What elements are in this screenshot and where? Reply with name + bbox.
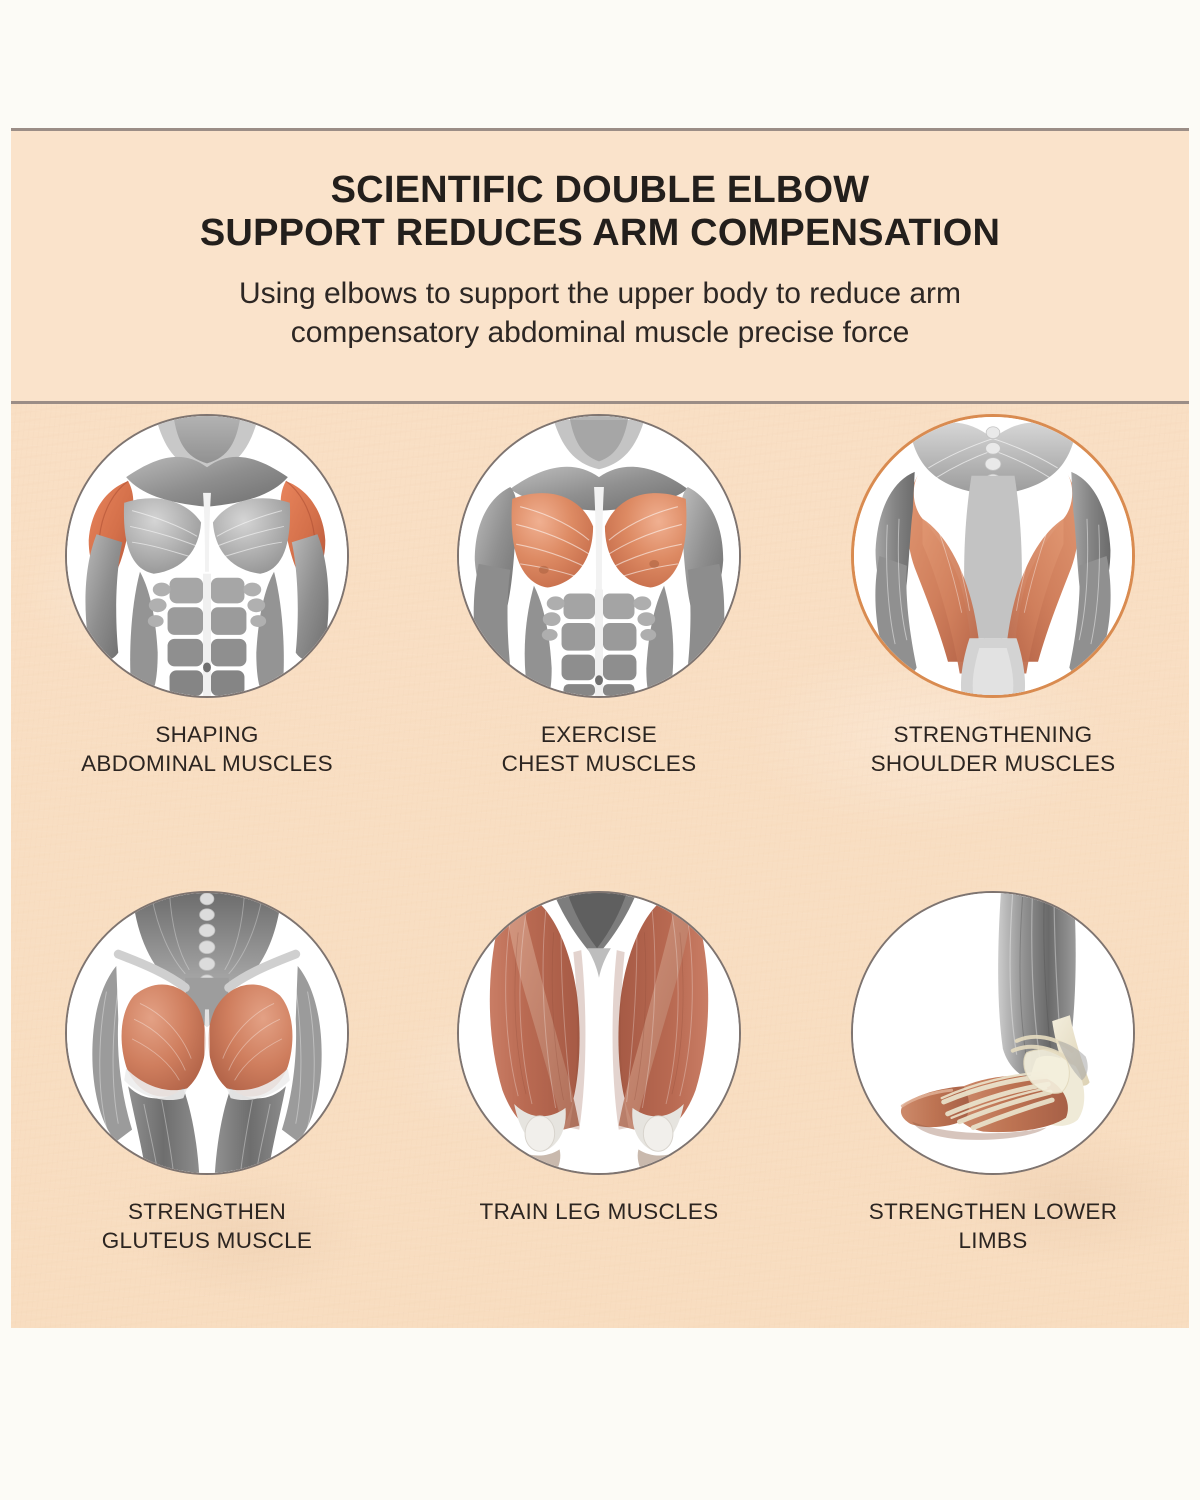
page-subtitle-line-1: Using elbows to support the upper body t…: [238, 277, 962, 311]
illustration-wrap: [65, 414, 349, 698]
caption-line-1: SHAPING: [155, 722, 259, 747]
header-text-block: SCIENTIFIC DOUBLE ELBOW SUPPORT REDUCES …: [11, 169, 1189, 352]
benefit-caption: TRAIN LEG MUSCLES: [403, 1197, 795, 1226]
muscle-illustration-front-torso-deltoids: [65, 414, 349, 698]
muscle-illustration-gluteus-maximus: [65, 891, 349, 1175]
header-panel: SCIENTIFIC DOUBLE ELBOW SUPPORT REDUCES …: [11, 128, 1189, 404]
caption-line-2: CHEST MUSCLES: [501, 751, 697, 777]
benefit-caption: SHAPING ABDOMINAL MUSCLES: [11, 720, 403, 779]
illustration-wrap: [851, 891, 1135, 1175]
benefit-cell-strengthening-shoulder-muscles: STRENGTHENING SHOULDER MUSCLES: [797, 414, 1189, 779]
benefits-row-1: SHAPING ABDOMINAL MUSCLES: [11, 414, 1189, 834]
page-subtitle: Using elbows to support the upper body t…: [11, 274, 1189, 352]
caption-line-2: GLUTEUS MUSCLE: [101, 1228, 313, 1254]
benefit-caption: STRENGTHENING SHOULDER MUSCLES: [797, 720, 1189, 779]
muscle-illustration-foot-ankle-tendons: [851, 891, 1135, 1175]
benefit-caption: STRENGTHEN LOWER LIMBS: [797, 1197, 1189, 1256]
illustration-wrap: [457, 414, 741, 698]
caption-line-1: TRAIN LEG MUSCLES: [479, 1199, 719, 1224]
bottom-white-band: [0, 1328, 1200, 1500]
benefit-caption: STRENGTHEN GLUTEUS MUSCLE: [11, 1197, 403, 1256]
benefit-cell-strengthen-lower-limbs: STRENGTHEN LOWER LIMBS: [797, 891, 1189, 1256]
caption-line-1: STRENGTHENING: [893, 722, 1093, 747]
muscle-illustration-thigh-quadriceps: [457, 891, 741, 1175]
illustration-wrap: [457, 891, 741, 1175]
illustration-wrap: [851, 414, 1135, 698]
benefit-cell-exercise-chest-muscles: EXERCISE CHEST MUSCLES: [403, 414, 795, 779]
caption-line-1: STRENGTHEN LOWER: [868, 1199, 1118, 1224]
top-white-band: [0, 0, 1200, 128]
illustration-wrap: [65, 891, 349, 1175]
benefit-cell-train-leg-muscles: TRAIN LEG MUSCLES: [403, 891, 795, 1226]
benefit-cell-shaping-abdominal-muscles: SHAPING ABDOMINAL MUSCLES: [11, 414, 403, 779]
muscle-illustration-front-torso-pectorals: [457, 414, 741, 698]
muscle-illustration-back-torso-latissimus: [851, 414, 1135, 698]
benefits-row-2: STRENGTHEN GLUTEUS MUSCLE: [11, 891, 1189, 1311]
benefit-caption: EXERCISE CHEST MUSCLES: [403, 720, 795, 779]
caption-line-1: EXERCISE: [540, 722, 658, 747]
page-subtitle-line-2: compensatory abdominal muscle precise fo…: [290, 316, 910, 350]
page-title-line-2: SUPPORT REDUCES ARM COMPENSATION: [199, 211, 1001, 254]
page-title-line-1: SCIENTIFIC DOUBLE ELBOW: [330, 169, 870, 211]
caption-line-2: LIMBS: [958, 1228, 1028, 1254]
benefit-cell-strengthen-gluteus-muscle: STRENGTHEN GLUTEUS MUSCLE: [11, 891, 403, 1256]
caption-line-2: ABDOMINAL MUSCLES: [81, 751, 333, 777]
caption-line-2: SHOULDER MUSCLES: [870, 751, 1116, 777]
benefits-grid-panel: SHAPING ABDOMINAL MUSCLES: [11, 404, 1189, 1328]
caption-line-1: STRENGTHEN: [127, 1199, 286, 1224]
